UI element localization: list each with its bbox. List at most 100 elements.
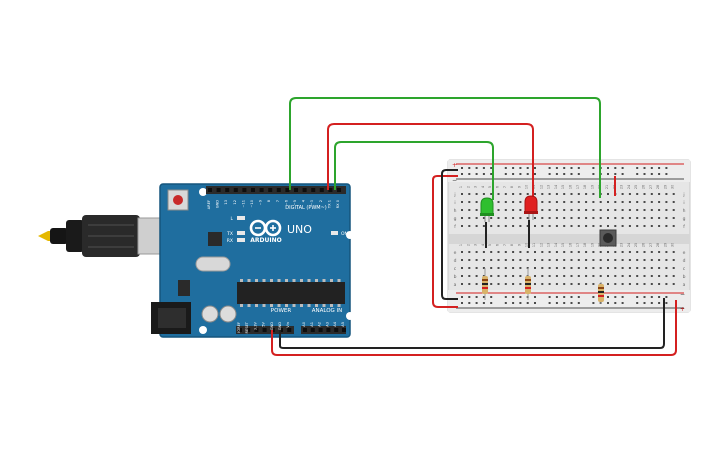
breadboard-hole[interactable] (607, 283, 609, 285)
rail-hole[interactable] (607, 167, 609, 169)
breadboard-hole[interactable] (665, 283, 668, 285)
rail-hole[interactable] (614, 302, 617, 304)
breadboard-hole[interactable] (585, 209, 588, 211)
rail-hole[interactable] (643, 173, 646, 175)
breadboard-hole[interactable] (563, 259, 566, 261)
breadboard-hole[interactable] (563, 201, 566, 203)
breadboard-hole[interactable] (534, 225, 536, 227)
rail-hole[interactable] (577, 302, 580, 304)
breadboard-hole[interactable] (555, 193, 558, 195)
breadboard-hole[interactable] (650, 217, 653, 219)
rail-hole[interactable] (592, 173, 595, 175)
breadboard-hole[interactable] (621, 283, 624, 285)
breadboard-hole[interactable] (526, 251, 529, 253)
header-pin-hole[interactable] (337, 188, 341, 192)
breadboard-hole[interactable] (541, 193, 544, 195)
breadboard-hole[interactable] (607, 209, 609, 211)
breadboard-hole[interactable] (577, 209, 580, 211)
breadboard-hole[interactable] (512, 209, 515, 211)
header-pin-hole[interactable] (294, 188, 298, 192)
rail-hole[interactable] (614, 167, 617, 169)
rail-hole[interactable] (621, 296, 624, 298)
breadboard-hole[interactable] (482, 217, 485, 219)
breadboard-hole[interactable] (658, 225, 661, 227)
breadboard-hole[interactable] (497, 193, 500, 195)
breadboard-hole[interactable] (519, 225, 522, 227)
header-pin-hole[interactable] (311, 188, 316, 192)
breadboard-hole[interactable] (614, 209, 617, 211)
breadboard-hole[interactable] (628, 201, 631, 203)
breadboard-hole[interactable] (563, 267, 566, 269)
breadboard-hole[interactable] (534, 283, 536, 285)
header-pin-hole[interactable] (233, 188, 238, 192)
header-pin-hole[interactable] (334, 328, 339, 332)
breadboard-hole[interactable] (650, 209, 653, 211)
rail-hole[interactable] (636, 296, 639, 298)
breadboard-hole[interactable] (563, 209, 566, 211)
breadboard-hole[interactable] (468, 193, 471, 195)
breadboard-hole[interactable] (614, 275, 617, 277)
rail-hole[interactable] (592, 167, 595, 169)
rail-hole[interactable] (519, 173, 522, 175)
rail-hole[interactable] (548, 173, 551, 175)
breadboard-hole[interactable] (672, 217, 675, 219)
breadboard-hole[interactable] (490, 259, 493, 261)
rail-hole[interactable] (658, 173, 661, 175)
rail-hole[interactable] (621, 173, 624, 175)
header-pin-hole[interactable] (242, 188, 247, 192)
breadboard-hole[interactable] (570, 225, 573, 227)
breadboard-hole[interactable] (468, 251, 471, 253)
breadboard-hole[interactable] (621, 225, 624, 227)
rail-hole[interactable] (614, 296, 617, 298)
breadboard-hole[interactable] (482, 267, 485, 269)
breadboard-hole[interactable] (497, 267, 500, 269)
rail-hole[interactable] (504, 296, 507, 298)
breadboard-hole[interactable] (636, 251, 639, 253)
breadboard-hole[interactable] (475, 201, 478, 203)
wire-green-led[interactable] (334, 141, 494, 200)
breadboard-hole[interactable] (650, 201, 653, 203)
breadboard-hole[interactable] (621, 259, 624, 261)
rail-hole[interactable] (570, 302, 573, 304)
rail-hole[interactable] (468, 296, 471, 298)
rail-hole[interactable] (512, 167, 515, 169)
breadboard-hole[interactable] (658, 267, 661, 269)
rail-hole[interactable] (490, 173, 493, 175)
header-pin-hole[interactable] (259, 188, 264, 192)
rail-hole[interactable] (577, 296, 580, 298)
breadboard-hole[interactable] (628, 267, 631, 269)
breadboard-hole[interactable] (614, 217, 617, 219)
breadboard-hole[interactable] (658, 251, 661, 253)
breadboard-hole[interactable] (658, 201, 661, 203)
breadboard-hole[interactable] (592, 251, 595, 253)
breadboard-hole[interactable] (665, 275, 668, 277)
breadboard-hole[interactable] (541, 275, 544, 277)
breadboard-hole[interactable] (475, 267, 478, 269)
wire-black-rail-link[interactable] (441, 169, 458, 300)
breadboard-hole[interactable] (461, 217, 463, 219)
breadboard-hole[interactable] (482, 251, 485, 253)
breadboard-hole[interactable] (555, 217, 558, 219)
breadboard-hole[interactable] (461, 201, 463, 203)
rail-hole[interactable] (665, 296, 668, 298)
breadboard-hole[interactable] (468, 217, 471, 219)
breadboard-hole[interactable] (504, 251, 507, 253)
breadboard-hole[interactable] (672, 275, 675, 277)
breadboard-hole[interactable] (475, 217, 478, 219)
rail-hole[interactable] (563, 302, 566, 304)
breadboard-hole[interactable] (607, 201, 609, 203)
breadboard-hole[interactable] (504, 209, 507, 211)
breadboard-hole[interactable] (665, 251, 668, 253)
breadboard-hole[interactable] (461, 259, 463, 261)
breadboard-hole[interactable] (577, 193, 580, 195)
rail-hole[interactable] (461, 167, 463, 169)
header-pin-hole[interactable] (326, 328, 331, 332)
breadboard-hole[interactable] (541, 225, 544, 227)
breadboard-hole[interactable] (541, 201, 544, 203)
rail-hole[interactable] (504, 167, 507, 169)
breadboard-hole[interactable] (563, 283, 566, 285)
breadboard-hole[interactable] (482, 225, 485, 227)
breadboard-hole[interactable] (482, 259, 485, 261)
rail-hole[interactable] (643, 296, 646, 298)
resistor[interactable] (482, 268, 488, 300)
